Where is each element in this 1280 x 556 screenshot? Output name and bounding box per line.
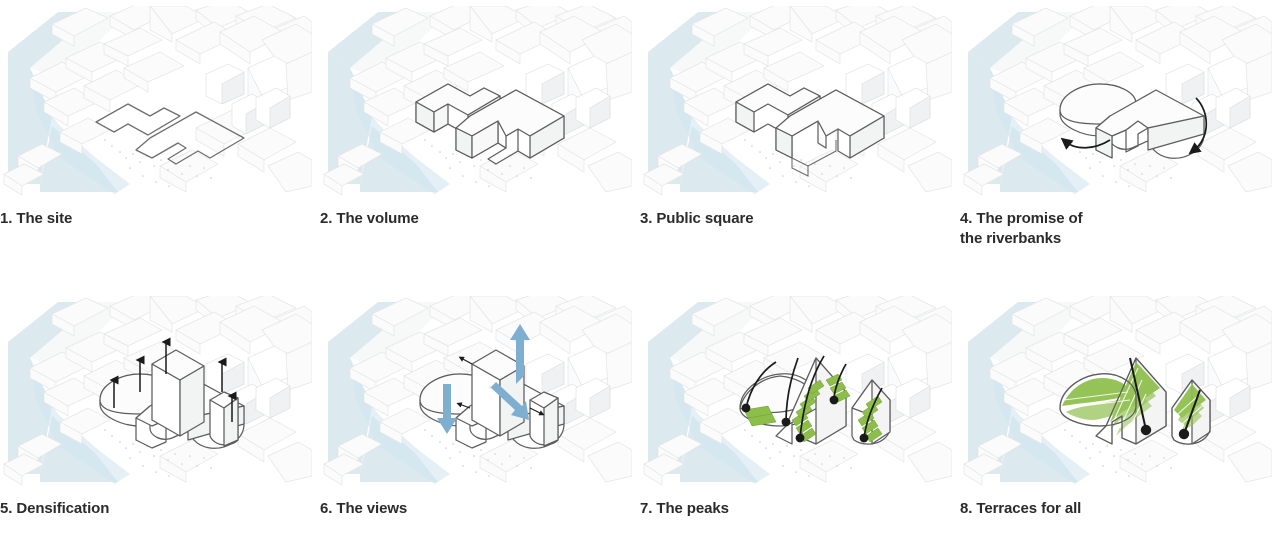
panel-the-volume[interactable]: 2. The volume bbox=[320, 6, 632, 296]
panel-caption: 4. The promise of the riverbanks bbox=[960, 210, 1083, 247]
panel-8-illustration bbox=[960, 296, 1272, 486]
panel-6-illustration bbox=[320, 296, 632, 486]
panel-the-promise-of-the-riverbanks[interactable]: 4. The promise of the riverbanks bbox=[960, 6, 1272, 296]
diagram-row-top: 1. The site bbox=[0, 6, 1280, 296]
panel-caption: 5. Densification bbox=[0, 500, 110, 517]
panel-caption: 6. The views bbox=[320, 500, 408, 517]
diagram-row-bottom: 5. Densification bbox=[0, 296, 1280, 556]
panel-4-illustration bbox=[960, 6, 1272, 196]
panel-3-illustration bbox=[640, 6, 952, 196]
panel-caption: 2. The volume bbox=[320, 210, 419, 227]
panel-the-peaks[interactable]: 7. The peaks bbox=[640, 296, 952, 556]
panel-public-square[interactable]: 3. Public square bbox=[640, 6, 952, 296]
panel-caption: 8. Terraces for all bbox=[960, 500, 1082, 517]
panel-5-illustration bbox=[0, 296, 312, 486]
panel-1-illustration bbox=[0, 6, 312, 196]
panel-2-illustration bbox=[320, 6, 632, 196]
panel-caption: 3. Public square bbox=[640, 210, 754, 227]
panel-caption: 7. The peaks bbox=[640, 500, 729, 517]
panel-terraces-for-all[interactable]: 8. Terraces for all bbox=[960, 296, 1272, 556]
panel-the-site[interactable]: 1. The site bbox=[0, 6, 312, 296]
panel-the-views[interactable]: 6. The views bbox=[320, 296, 632, 556]
panel-caption: 1. The site bbox=[0, 210, 73, 227]
panel-7-illustration bbox=[640, 296, 952, 486]
panel-densification[interactable]: 5. Densification bbox=[0, 296, 312, 556]
